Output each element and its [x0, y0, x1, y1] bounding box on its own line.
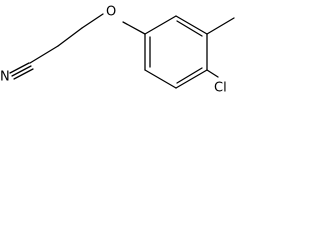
aryl-oxygen-bond [122, 21, 146, 35]
methylene-methylene-bond [57, 27, 83, 47]
oxygen-methylene-bond [81, 13, 104, 29]
methyl-bond [206, 17, 235, 35]
nitrile-bond-2 [9, 62, 30, 74]
chlorine-atom-label: Cl [214, 81, 227, 96]
nitrile-bond-3 [13, 68, 34, 80]
nitrogen-atom-label: N [0, 70, 10, 85]
ring-bond-4 [144, 69, 177, 89]
aromatic-inner-bond-2 [176, 67, 203, 84]
ring-bond-1 [175, 15, 208, 35]
ring-bond-6 [144, 15, 177, 35]
oxygen-atom-label: O [106, 5, 116, 20]
nitrile-bond-1 [11, 65, 32, 77]
ring-bond-3 [175, 69, 208, 89]
chlorine-bond [206, 69, 219, 78]
methylene-nitrile-carbon-bond [29, 45, 59, 64]
molecule-structure: O N Cl [0, 5, 235, 96]
aromatic-inner-bond-1 [176, 20, 203, 37]
